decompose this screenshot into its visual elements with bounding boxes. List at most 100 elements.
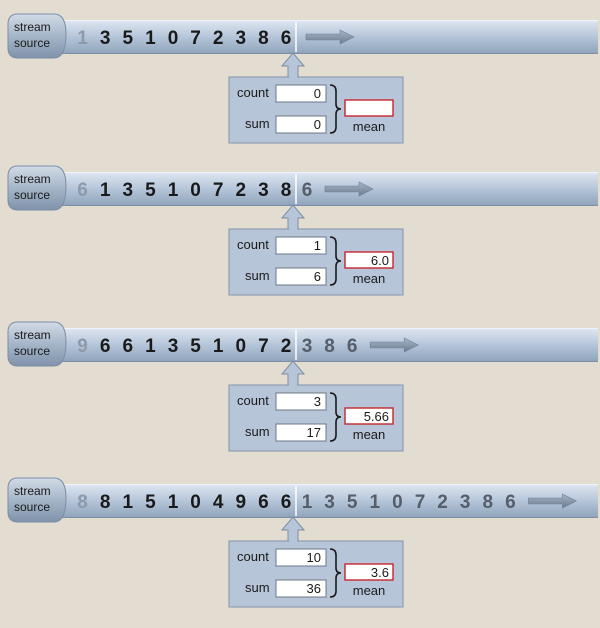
feed-arrow	[280, 52, 306, 78]
arrow-joint	[289, 76, 297, 78]
consumed-digit: 1	[213, 336, 224, 357]
count-label: count	[237, 237, 269, 252]
sum-field	[275, 579, 327, 598]
stream-source-cap	[7, 477, 67, 523]
consumed-digit: 3	[168, 336, 179, 357]
consumed-digit: 2	[213, 28, 224, 49]
consumed-digit: 8	[258, 28, 269, 49]
sum-field	[275, 115, 327, 134]
count-field	[275, 236, 327, 255]
mean-label: mean	[353, 119, 386, 134]
consumed-digit: 3	[100, 28, 111, 49]
stream-source-cap	[7, 321, 67, 367]
consumed-digit: 5	[145, 492, 156, 513]
sum-label: sum	[245, 424, 270, 439]
consumed-digit: 1	[168, 492, 179, 513]
mean-value: 5.66	[364, 409, 389, 424]
consumed-digit: 0	[168, 28, 179, 49]
sum-value: 0	[314, 117, 321, 132]
source-label: source	[14, 344, 50, 358]
count-value: 0	[314, 86, 321, 101]
pending-digit: 6	[347, 336, 358, 357]
pending-digit: 8	[324, 336, 335, 357]
sum-value: 36	[307, 581, 321, 596]
feed-arrow	[280, 204, 306, 230]
consumed-digit: 5	[145, 180, 156, 201]
arrow-joint	[289, 228, 297, 230]
consumed-digit: 9	[236, 492, 247, 513]
pending-digit: 3	[324, 492, 335, 513]
stream-source-cap	[7, 165, 67, 211]
consumed-digit: 1	[168, 180, 179, 201]
flow-arrow	[305, 29, 355, 45]
stream-label: stream	[14, 484, 51, 498]
sum-label: sum	[245, 580, 270, 595]
count-label: count	[237, 393, 269, 408]
consumed-digit: 2	[281, 336, 292, 357]
consumed-digit: 6	[281, 492, 292, 513]
source-label: source	[14, 188, 50, 202]
flow-arrow	[324, 181, 374, 197]
arrow-joint	[289, 384, 297, 386]
pending-digit: 3	[460, 492, 471, 513]
stream-tube	[50, 328, 598, 362]
mean-field	[344, 251, 394, 269]
consumed-digit: 7	[213, 180, 224, 201]
stream-tube	[50, 172, 598, 206]
consumed-digit: 0	[190, 492, 201, 513]
mean-field	[344, 407, 394, 425]
consumed-digit: 1	[77, 28, 88, 49]
pending-digit: 1	[370, 492, 381, 513]
consumed-digit: 7	[190, 28, 201, 49]
consumed-digit: 8	[77, 492, 88, 513]
pending-digit: 0	[392, 492, 403, 513]
pending-digit: 1	[302, 492, 313, 513]
arrow-joint	[289, 540, 297, 542]
count-field	[275, 392, 327, 411]
sum-field	[275, 267, 327, 286]
mean-label: mean	[353, 427, 386, 442]
feed-arrow	[280, 516, 306, 542]
brace-icon	[329, 84, 342, 134]
count-value: 1	[314, 238, 321, 253]
sum-label: sum	[245, 116, 270, 131]
consumed-digit: 0	[236, 336, 247, 357]
consumed-digit: 3	[258, 180, 269, 201]
consumed-digit: 1	[100, 180, 111, 201]
source-label: source	[14, 36, 50, 50]
sum-value: 17	[307, 425, 321, 440]
consumed-digit: 4	[213, 492, 224, 513]
consumed-digit: 2	[236, 180, 247, 201]
mean-value: 3.6	[371, 565, 389, 580]
count-label: count	[237, 85, 269, 100]
count-value: 3	[314, 394, 321, 409]
consumed-digit: 8	[100, 492, 111, 513]
consumed-digit: 6	[77, 180, 88, 201]
brace-icon	[329, 236, 342, 286]
consumed-digit: 7	[258, 336, 269, 357]
mean-label: mean	[353, 271, 386, 286]
consumed-digit: 5	[190, 336, 201, 357]
mean-field	[344, 99, 394, 117]
consumed-digit: 1	[145, 336, 156, 357]
sum-label: sum	[245, 268, 270, 283]
stream-tube	[50, 484, 598, 518]
consumed-digit: 5	[123, 28, 134, 49]
flow-arrow	[528, 493, 578, 509]
consumed-digit: 1	[145, 28, 156, 49]
brace-icon	[329, 548, 342, 598]
stream-label: stream	[14, 20, 51, 34]
mean-field	[344, 563, 394, 581]
pending-digit: 7	[415, 492, 426, 513]
stream-source-cap	[7, 13, 67, 59]
sum-value: 6	[314, 269, 321, 284]
consumed-digit: 8	[281, 180, 292, 201]
consumed-digit: 0	[190, 180, 201, 201]
flow-arrow	[369, 337, 419, 353]
count-value: 10	[307, 550, 321, 565]
feed-arrow	[280, 360, 306, 386]
